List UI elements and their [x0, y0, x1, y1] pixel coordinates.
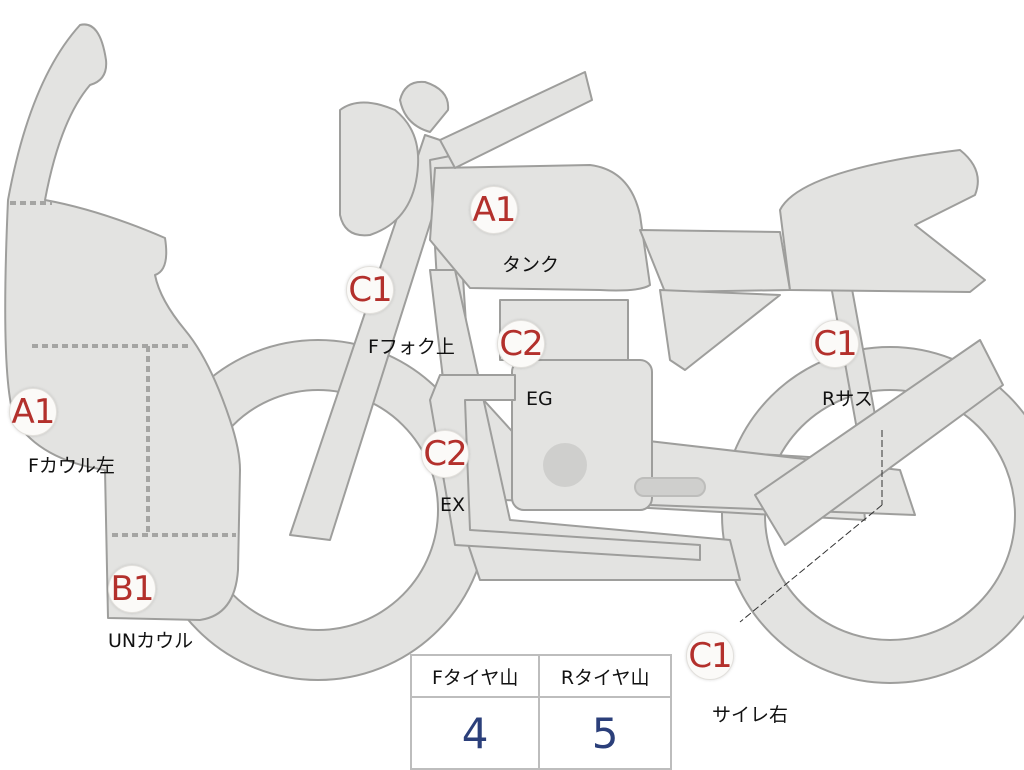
- engine-case: [511, 359, 653, 511]
- grade-text: C1: [348, 270, 392, 310]
- part-label-r-suspension: Rサス: [822, 388, 873, 410]
- headlight: [339, 101, 420, 237]
- front-tire-header: Fタイヤ山: [409, 654, 541, 698]
- grade-text: C1: [688, 636, 732, 676]
- grade-badge-muffler-right: C1: [686, 632, 734, 680]
- grade-text: A1: [11, 392, 56, 432]
- footpeg: [634, 477, 706, 497]
- part-label-engine: EG: [526, 388, 553, 410]
- grade-text: B1: [110, 569, 155, 609]
- side-cover: [659, 289, 781, 371]
- part-label-f-cowl-left: Fカウル左: [28, 455, 115, 477]
- grade-text: C1: [813, 324, 857, 364]
- engine-cover: [543, 443, 587, 487]
- front-tire-value: 4: [409, 696, 541, 770]
- part-label-muffler-right: サイレ右: [712, 704, 789, 726]
- grade-badge-r-suspension: C1: [811, 320, 859, 368]
- grade-badge-un-cowl: B1: [108, 565, 156, 613]
- rear-tire-value: 5: [538, 696, 672, 770]
- leader-line: [739, 504, 883, 623]
- part-label-f-fork-upper: Fフォク上: [368, 336, 455, 358]
- tire-tread-table: Fタイヤ山 Rタイヤ山 4 5: [409, 654, 672, 770]
- muffler: [754, 339, 1004, 546]
- grade-text: C2: [423, 434, 467, 474]
- rear-cowl: [779, 149, 986, 293]
- mirror: [399, 80, 450, 133]
- grade-text: A1: [472, 190, 517, 230]
- table-header-row: Fタイヤ山 Rタイヤ山: [409, 654, 672, 698]
- part-label-un-cowl: UNカウル: [108, 630, 194, 652]
- handlebar: [439, 71, 593, 169]
- grade-text: C2: [499, 324, 543, 364]
- grade-badge-f-fork-upper: C1: [346, 266, 394, 314]
- grade-badge-engine: C2: [497, 320, 545, 368]
- front-cowl: [4, 23, 241, 621]
- part-label-tank: タンク: [502, 254, 560, 276]
- seat: [639, 229, 791, 293]
- grade-badge-f-cowl-left: A1: [9, 388, 57, 436]
- rear-tire-header: Rタイヤ山: [538, 654, 672, 698]
- table-value-row: 4 5: [409, 696, 672, 770]
- grade-badge-exhaust: C2: [421, 430, 469, 478]
- part-label-exhaust: EX: [440, 494, 466, 516]
- grade-badge-tank: A1: [470, 186, 518, 234]
